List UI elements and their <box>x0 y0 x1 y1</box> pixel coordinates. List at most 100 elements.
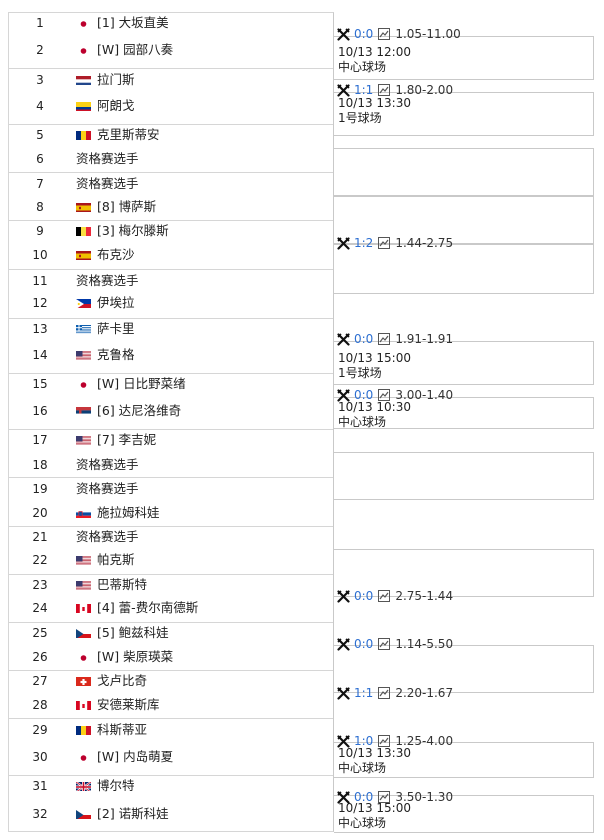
player-name[interactable]: [1] 大坂直美 <box>97 15 169 30</box>
odds-chart-icon[interactable] <box>378 84 391 96</box>
head-to-head-record[interactable]: 0:0 <box>354 790 374 804</box>
head-to-head-icon[interactable] <box>337 637 350 651</box>
head-to-head-icon[interactable] <box>337 83 350 97</box>
player-entry[interactable]: 博尔特 <box>76 779 135 793</box>
odds-chart-icon[interactable] <box>378 590 391 602</box>
player-entry[interactable]: [2] 诺斯科娃 <box>76 807 169 821</box>
player-entry[interactable]: [3] 梅尔滕斯 <box>76 224 169 238</box>
head-to-head-record[interactable]: 0:0 <box>354 332 374 346</box>
player-entry[interactable]: 克鲁格 <box>76 348 135 362</box>
player-entry[interactable]: [W] 日比野菜绪 <box>76 377 186 391</box>
player-name[interactable]: [W] 园部八奏 <box>97 42 174 57</box>
player-entry[interactable]: 资格赛选手 <box>76 177 139 191</box>
player-name[interactable]: 克里斯蒂安 <box>97 127 160 142</box>
match-box[interactable] <box>334 742 594 778</box>
player-name[interactable]: 资格赛选手 <box>76 481 139 496</box>
player-name[interactable]: 科斯蒂亚 <box>97 722 148 737</box>
player-entry[interactable]: 阿朗戈 <box>76 99 135 113</box>
odds-chart-icon[interactable] <box>378 237 391 249</box>
player-name[interactable]: 伊埃拉 <box>97 295 135 310</box>
player-entry[interactable]: 资格赛选手 <box>76 152 139 166</box>
head-to-head-icon[interactable] <box>337 589 350 603</box>
player-name[interactable]: 施拉姆科娃 <box>97 505 160 520</box>
player-name[interactable]: 博尔特 <box>97 778 135 793</box>
player-name[interactable]: [W] 内岛萌夏 <box>97 749 174 764</box>
player-entry[interactable]: 萨卡里 <box>76 322 135 336</box>
odds-chart-icon[interactable] <box>378 389 391 401</box>
player-name[interactable]: [7] 李吉妮 <box>97 432 157 447</box>
head-to-head-icon[interactable] <box>337 734 350 748</box>
player-entry[interactable]: 安德莱斯库 <box>76 698 160 712</box>
player-entry[interactable]: [W] 柴原瑛菜 <box>76 650 173 664</box>
head-to-head-record[interactable]: 1:2 <box>354 236 374 250</box>
player-entry[interactable]: 资格赛选手 <box>76 482 139 496</box>
player-entry[interactable]: 资格赛选手 <box>76 530 139 544</box>
player-name[interactable]: [4] 蕾-费尔南德斯 <box>97 600 199 615</box>
odds-chart-icon[interactable] <box>378 791 391 803</box>
player-name[interactable]: 萨卡里 <box>97 321 135 336</box>
head-to-head-icon[interactable] <box>337 236 350 250</box>
player-name[interactable]: 资格赛选手 <box>76 457 139 472</box>
player-name[interactable]: 帕克斯 <box>97 552 135 567</box>
head-to-head-record[interactable]: 0:0 <box>354 637 374 651</box>
player-entry[interactable]: 戈卢比奇 <box>76 674 147 688</box>
head-to-head-record[interactable]: 1:1 <box>354 686 374 700</box>
head-to-head-record[interactable]: 0:0 <box>354 27 374 41</box>
player-name[interactable]: [8] 博萨斯 <box>97 199 157 214</box>
player-name[interactable]: 资格赛选手 <box>76 176 139 191</box>
player-name[interactable]: 资格赛选手 <box>76 529 139 544</box>
head-to-head-record[interactable]: 1:0 <box>354 734 374 748</box>
player-entry[interactable]: 帕克斯 <box>76 553 135 567</box>
head-to-head-icon[interactable] <box>337 388 350 402</box>
match-box[interactable] <box>334 549 594 597</box>
player-entry[interactable]: 拉门斯 <box>76 73 135 87</box>
head-to-head-record[interactable]: 0:0 <box>354 589 374 603</box>
odds-chart-icon[interactable] <box>378 333 391 345</box>
player-name[interactable]: [3] 梅尔滕斯 <box>97 223 169 238</box>
player-name[interactable]: 克鲁格 <box>97 347 135 362</box>
head-to-head-icon[interactable] <box>337 686 350 700</box>
match-box[interactable] <box>334 397 594 429</box>
head-to-head-record[interactable]: 1:1 <box>354 83 374 97</box>
player-entry[interactable]: [W] 园部八奏 <box>76 43 173 57</box>
player-name[interactable]: [W] 柴原瑛菜 <box>97 649 174 664</box>
match-box[interactable] <box>334 244 594 294</box>
player-entry[interactable]: [1] 大坂直美 <box>76 16 169 30</box>
player-name[interactable]: 戈卢比奇 <box>97 673 148 688</box>
match-box[interactable] <box>334 645 594 693</box>
player-entry[interactable]: 施拉姆科娃 <box>76 506 160 520</box>
player-entry[interactable]: 巴蒂斯特 <box>76 578 147 592</box>
player-name[interactable]: [2] 诺斯科娃 <box>97 806 169 821</box>
head-to-head-record[interactable]: 0:0 <box>354 388 374 402</box>
player-entry[interactable]: 克里斯蒂安 <box>76 128 160 142</box>
match-box[interactable] <box>334 196 594 244</box>
player-entry[interactable]: [W] 内岛萌夏 <box>76 750 173 764</box>
match-box[interactable] <box>334 452 594 500</box>
odds-chart-icon[interactable] <box>378 687 391 699</box>
head-to-head-icon[interactable] <box>337 790 350 804</box>
player-entry[interactable]: 科斯蒂亚 <box>76 723 147 737</box>
player-entry[interactable]: 资格赛选手 <box>76 274 139 288</box>
match-box[interactable] <box>334 36 594 80</box>
player-entry[interactable]: 伊埃拉 <box>76 296 135 310</box>
player-entry[interactable]: [6] 达尼洛维奇 <box>76 404 181 418</box>
player-name[interactable]: 资格赛选手 <box>76 151 139 166</box>
match-box[interactable] <box>334 341 594 385</box>
player-name[interactable]: [5] 鲍兹科娃 <box>97 625 169 640</box>
player-name[interactable]: [6] 达尼洛维奇 <box>97 403 182 418</box>
match-box[interactable] <box>334 795 594 833</box>
odds-chart-icon[interactable] <box>378 28 391 40</box>
player-name[interactable]: 阿朗戈 <box>97 98 135 113</box>
odds-chart-icon[interactable] <box>378 638 391 650</box>
player-entry[interactable]: [4] 蕾-费尔南德斯 <box>76 601 198 615</box>
player-name[interactable]: 拉门斯 <box>97 72 135 87</box>
player-entry[interactable]: [8] 博萨斯 <box>76 200 156 214</box>
player-entry[interactable]: 资格赛选手 <box>76 458 139 472</box>
player-name[interactable]: 巴蒂斯特 <box>97 577 148 592</box>
player-name[interactable]: 安德莱斯库 <box>97 697 160 712</box>
odds-chart-icon[interactable] <box>378 735 391 747</box>
match-box[interactable] <box>334 148 594 196</box>
match-box[interactable] <box>334 92 594 136</box>
head-to-head-icon[interactable] <box>337 332 350 346</box>
player-entry[interactable]: [7] 李吉妮 <box>76 433 156 447</box>
